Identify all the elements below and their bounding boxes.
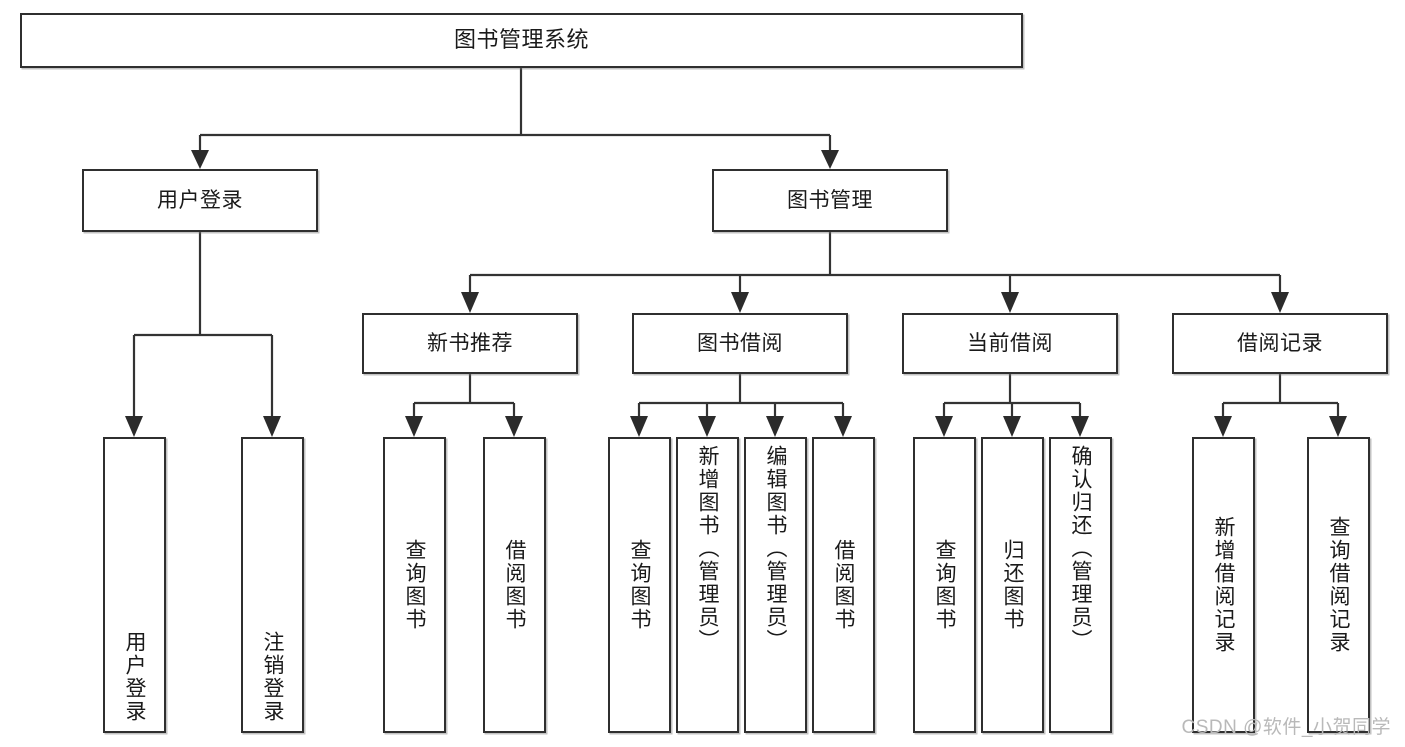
arrow-user-login bbox=[191, 150, 209, 169]
node-leaf-add-book[interactable]: 新增图书（管理员） bbox=[676, 437, 739, 733]
node-leaf-query-book-1[interactable]: 查询图书 bbox=[383, 437, 446, 733]
node-book-management[interactable]: 图书管理 bbox=[712, 169, 948, 232]
node-book-borrow-label: 图书借阅 bbox=[697, 331, 783, 355]
node-current-borrow[interactable]: 当前借阅 bbox=[902, 313, 1118, 374]
node-root-system-label: 图书管理系统 bbox=[453, 27, 589, 53]
arrow-leaf-logout bbox=[263, 416, 281, 437]
node-leaf-add-record-label: 新增借阅记录 bbox=[1212, 516, 1235, 654]
node-leaf-user-login-label: 用户登录 bbox=[123, 631, 146, 723]
node-leaf-confirm-return[interactable]: 确认归还（管理员） bbox=[1049, 437, 1112, 733]
node-leaf-borrow-book-1-label: 借阅图书 bbox=[503, 539, 526, 631]
node-new-book-recommend-label: 新书推荐 bbox=[427, 331, 513, 355]
arrow-book-management bbox=[821, 150, 839, 169]
node-leaf-query-record[interactable]: 查询借阅记录 bbox=[1307, 437, 1370, 733]
node-leaf-edit-book[interactable]: 编辑图书（管理员） bbox=[744, 437, 807, 733]
csdn-watermark: CSDN @软件_小贺同学 bbox=[1181, 717, 1391, 738]
arrow-book-borrow bbox=[731, 292, 749, 313]
node-root-system[interactable]: 图书管理系统 bbox=[20, 13, 1023, 68]
arrow-leaf-borrow-book-1 bbox=[505, 416, 523, 437]
node-leaf-return-book[interactable]: 归还图书 bbox=[981, 437, 1044, 733]
arrow-leaf-borrow-book-2 bbox=[834, 416, 852, 437]
arrow-leaf-query-book-2 bbox=[630, 416, 648, 437]
node-leaf-logout-login-label: 注销登录 bbox=[261, 631, 284, 723]
arrow-leaf-query-book-1 bbox=[405, 416, 423, 437]
node-user-login-label: 用户登录 bbox=[157, 188, 243, 212]
node-leaf-query-book-2-label: 查询图书 bbox=[628, 539, 651, 631]
node-leaf-borrow-book-1[interactable]: 借阅图书 bbox=[483, 437, 546, 733]
node-leaf-query-book-3[interactable]: 查询图书 bbox=[913, 437, 976, 733]
node-book-management-label: 图书管理 bbox=[787, 188, 873, 212]
arrow-leaf-confirm-return bbox=[1071, 416, 1089, 437]
arrow-current-borrow bbox=[1001, 292, 1019, 313]
arrow-leaf-edit-book bbox=[766, 416, 784, 437]
node-leaf-confirm-return-label: 确认归还（管理员） bbox=[1069, 445, 1092, 652]
arrow-new-book-recommend bbox=[461, 292, 479, 313]
arrow-leaf-query-book-3 bbox=[935, 416, 953, 437]
node-leaf-user-login[interactable]: 用户登录 bbox=[103, 437, 166, 733]
node-new-book-recommend[interactable]: 新书推荐 bbox=[362, 313, 578, 374]
arrow-borrow-record bbox=[1271, 292, 1289, 313]
node-leaf-query-book-3-label: 查询图书 bbox=[933, 539, 956, 631]
node-borrow-record[interactable]: 借阅记录 bbox=[1172, 313, 1388, 374]
node-leaf-borrow-book-2[interactable]: 借阅图书 bbox=[812, 437, 875, 733]
node-leaf-query-record-label: 查询借阅记录 bbox=[1327, 516, 1350, 654]
arrow-leaf-query-record bbox=[1329, 416, 1347, 437]
node-leaf-query-book-2[interactable]: 查询图书 bbox=[608, 437, 671, 733]
node-leaf-edit-book-label: 编辑图书（管理员） bbox=[764, 445, 787, 652]
node-leaf-query-book-1-label: 查询图书 bbox=[403, 539, 426, 631]
node-leaf-borrow-book-2-label: 借阅图书 bbox=[832, 539, 855, 631]
arrow-leaf-user-login bbox=[125, 416, 143, 437]
node-book-borrow[interactable]: 图书借阅 bbox=[632, 313, 848, 374]
arrow-leaf-add-book bbox=[698, 416, 716, 437]
node-current-borrow-label: 当前借阅 bbox=[967, 331, 1053, 355]
node-leaf-return-book-label: 归还图书 bbox=[1001, 539, 1024, 631]
node-leaf-add-record[interactable]: 新增借阅记录 bbox=[1192, 437, 1255, 733]
node-user-login[interactable]: 用户登录 bbox=[82, 169, 318, 232]
node-leaf-add-book-label: 新增图书（管理员） bbox=[696, 445, 719, 652]
node-leaf-logout-login[interactable]: 注销登录 bbox=[241, 437, 304, 733]
node-borrow-record-label: 借阅记录 bbox=[1237, 331, 1323, 355]
arrow-leaf-add-record bbox=[1214, 416, 1232, 437]
arrow-leaf-return-book bbox=[1003, 416, 1021, 437]
